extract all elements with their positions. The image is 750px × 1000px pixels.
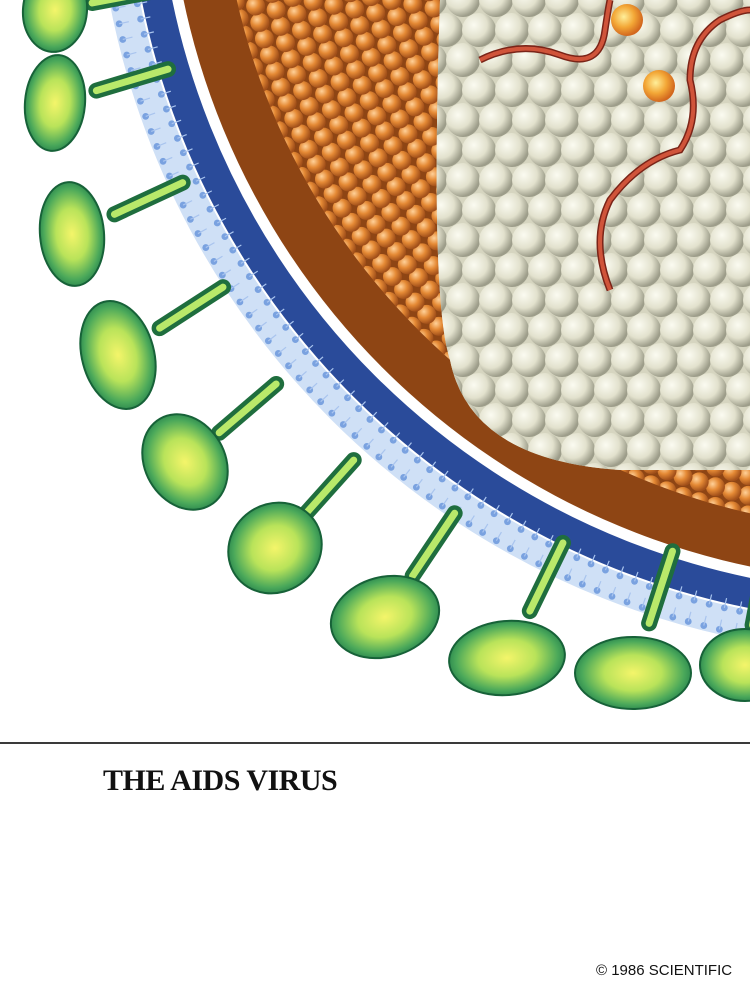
glycoprotein-knob	[227, 501, 323, 595]
glycoprotein-knobs	[21, 0, 750, 710]
glycoprotein-knob	[448, 619, 566, 697]
glycoprotein-knob	[699, 628, 750, 702]
enzyme-molecules	[611, 4, 675, 102]
glycoprotein-knob	[141, 413, 229, 511]
glycoprotein-knob	[38, 181, 106, 287]
rna-strands	[478, 0, 750, 292]
lipid-membrane	[109, 0, 750, 641]
glycoprotein-knob	[23, 54, 87, 152]
glycoprotein-knob	[21, 0, 89, 53]
glycoprotein-knob	[329, 574, 441, 660]
caption-divider	[0, 742, 750, 744]
glycoprotein-knob	[574, 636, 692, 710]
caption-title: THE AIDS VIRUS	[103, 764, 338, 797]
glycoprotein-knob	[79, 300, 157, 410]
virus-illustration	[21, 0, 750, 710]
copyright-notice: © 1986 SCIENTIFIC	[596, 962, 733, 979]
